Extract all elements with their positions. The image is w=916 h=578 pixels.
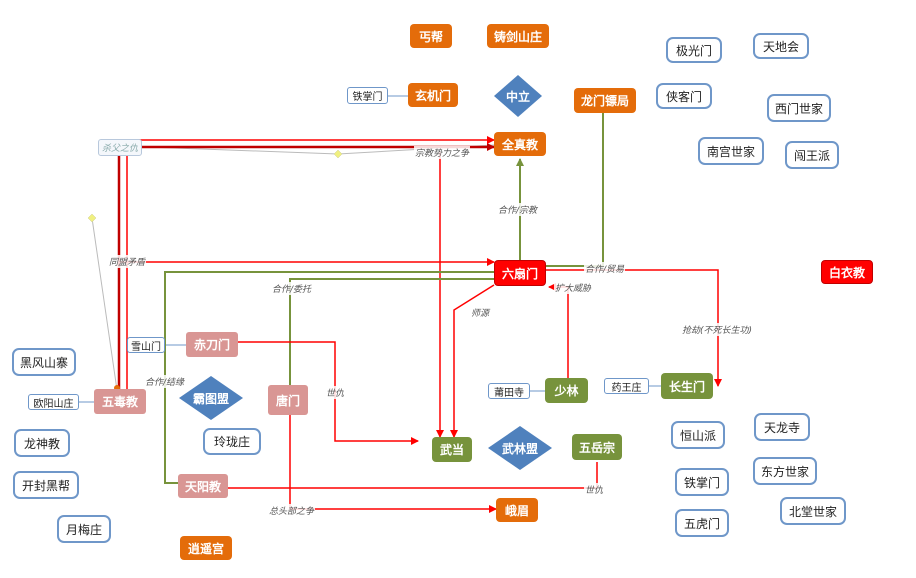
wulin-diamond	[488, 426, 552, 470]
node-changsheng[interactable]: 长生门	[661, 373, 713, 399]
node-xuanji[interactable]: 玄机门	[408, 83, 458, 107]
node-yaowang-small[interactable]: 药王庄	[604, 378, 649, 394]
edge-label-qiangjie: 抢劫(不死长生功)	[681, 323, 754, 336]
node-chidao[interactable]: 赤刀门	[186, 332, 238, 357]
edge-label-hezuo-yingtuo: 合作/委托	[271, 282, 313, 295]
node-longshen[interactable]: 龙神教	[14, 429, 70, 457]
node-dongfang[interactable]: 东方世家	[753, 457, 817, 485]
node-shaolin[interactable]: 少林	[545, 378, 588, 403]
edge-label-hezuo-maoyi: 合作/贸易	[584, 262, 626, 275]
edge-label-chouren1: 世仇	[325, 386, 346, 399]
edge-label-hezuo-jingji: 合作/结缘	[144, 375, 186, 388]
node-putian-small[interactable]: 莆田寺	[488, 383, 530, 399]
edge-label-zongtou: 总头部之争	[268, 504, 316, 517]
node-hengshan[interactable]: 恒山派	[671, 421, 725, 449]
node-wudu[interactable]: 五毒教	[94, 389, 146, 414]
node-wudang[interactable]: 武当	[432, 437, 472, 462]
node-zhujian[interactable]: 铸剑山庄	[487, 24, 549, 48]
node-liushan[interactable]: 六扇门	[494, 260, 546, 286]
node-xiaoyao[interactable]: 逍遥宫	[180, 536, 232, 560]
edge-label-tongmeng: 同盟矛盾	[108, 255, 147, 268]
node-wuyue[interactable]: 五岳宗	[572, 434, 622, 460]
node-baiyi[interactable]: 白衣教	[821, 260, 873, 284]
node-emei[interactable]: 峨眉	[496, 498, 538, 522]
node-ouyang-small[interactable]: 欧阳山庄	[28, 394, 79, 410]
node-tiandihui[interactable]: 天地会	[753, 33, 809, 59]
grey-line-3	[91, 217, 118, 391]
node-beitang[interactable]: 北堂世家	[780, 497, 846, 525]
edge-label-hezuo-zongjiao: 合作/宗教	[497, 203, 539, 216]
node-xueshan-small[interactable]: 雪山门	[127, 337, 165, 353]
node-ximen[interactable]: 西门世家	[767, 94, 831, 122]
node-tianyang[interactable]: 天阳教	[178, 474, 228, 498]
node-tangmen[interactable]: 唐门	[268, 385, 308, 415]
node-kaifeng[interactable]: 开封黑帮	[13, 471, 79, 499]
node-yuemei[interactable]: 月梅庄	[57, 515, 111, 543]
edge-label-shiyuan: 师源	[470, 306, 491, 319]
node-tiezhang[interactable]: 铁掌门	[675, 468, 729, 496]
node-nangong[interactable]: 南宫世家	[698, 137, 764, 165]
node-linglong[interactable]: 玲珑庄	[203, 428, 261, 455]
batu-diamond	[179, 376, 243, 420]
node-longmen[interactable]: 龙门镖局	[574, 88, 636, 113]
edge-label-chouren2: 世仇	[584, 483, 605, 496]
node-jiguang[interactable]: 极光门	[666, 37, 722, 63]
edge-label-zongjiao: 宗教势力之争	[414, 146, 471, 159]
node-tianlong[interactable]: 天龙寺	[754, 413, 810, 441]
node-chuangwang[interactable]: 闯王派	[785, 141, 839, 169]
zhongli-diamond	[494, 75, 542, 117]
node-xiake[interactable]: 侠客门	[656, 83, 712, 109]
node-gaibang[interactable]: 丐帮	[410, 24, 452, 48]
edge-label-kuoda: 扩大威胁	[554, 281, 593, 294]
node-quanzhen[interactable]: 全真教	[494, 132, 546, 156]
annotation-shafu: 杀父之仇	[98, 139, 143, 156]
node-heifeng[interactable]: 黑风山寨	[12, 348, 76, 376]
node-wuhu[interactable]: 五虎门	[675, 509, 729, 537]
node-tiezhang-small[interactable]: 铁掌门	[347, 87, 388, 104]
